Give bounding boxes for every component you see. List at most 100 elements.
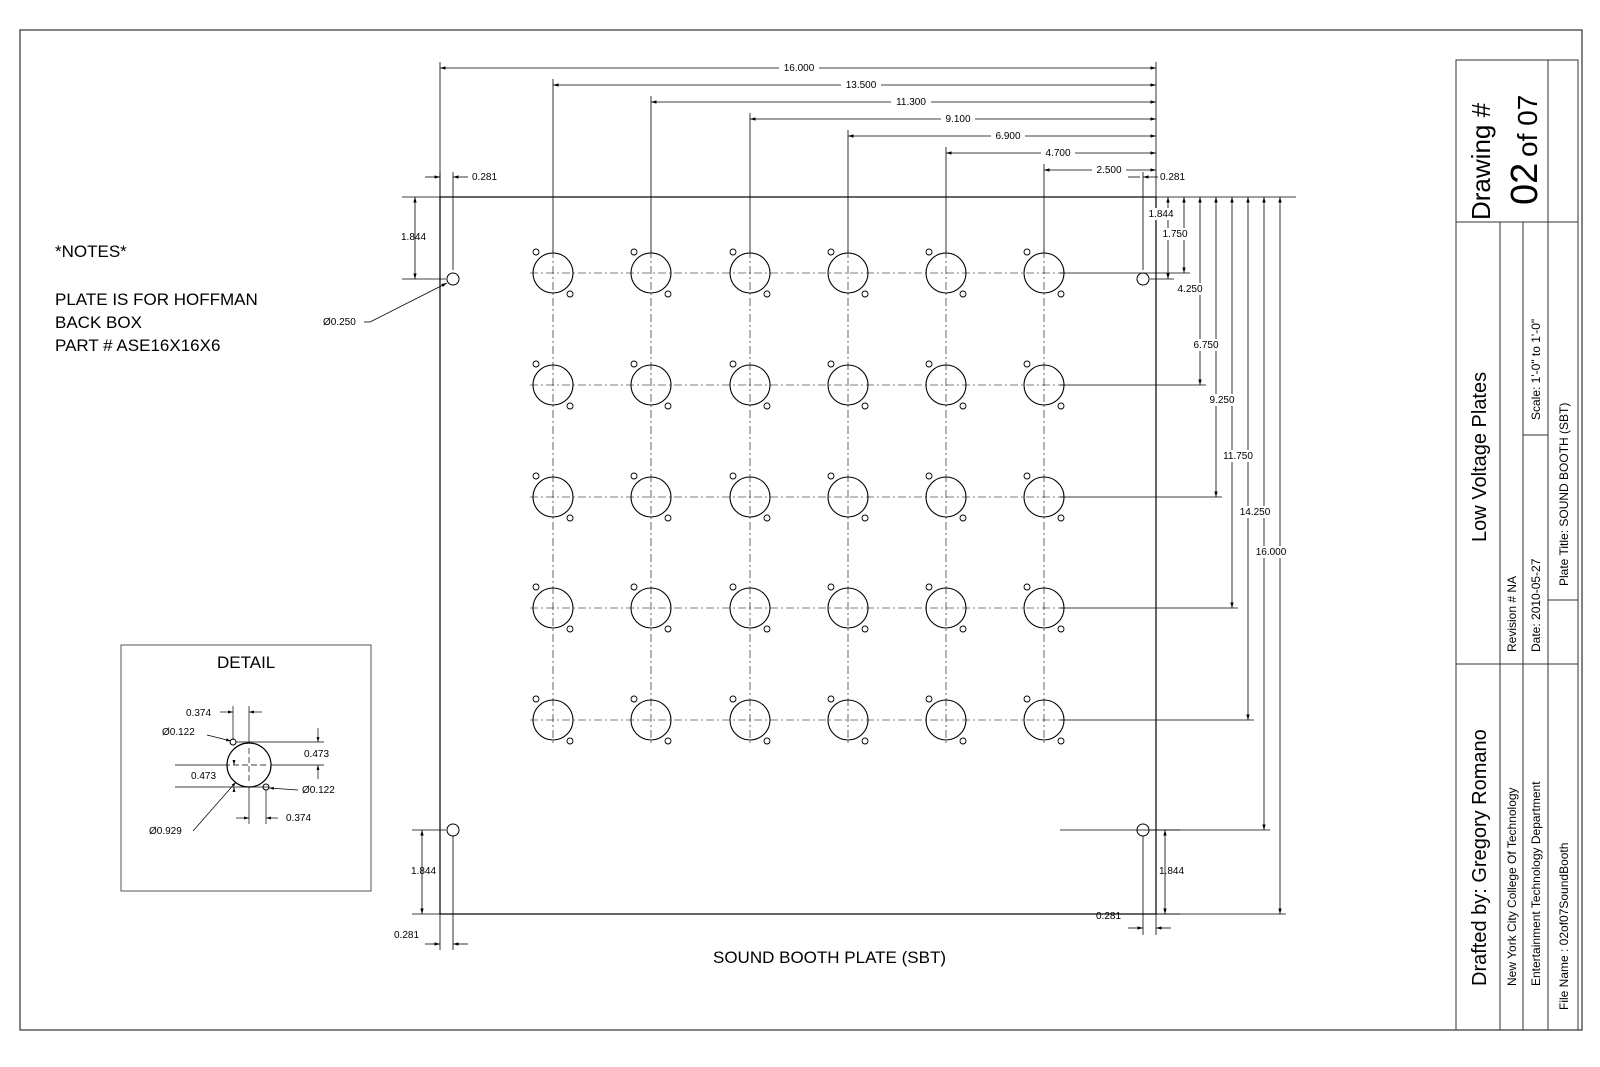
- detail-dim-top: 0.374: [186, 708, 211, 719]
- screw-hole: [566, 737, 574, 745]
- notes-line-1: PLATE IS FOR HOFFMAN: [55, 290, 258, 309]
- dim-top-right-offset: 0.281: [1160, 172, 1185, 183]
- connector-hole: [729, 476, 771, 518]
- screw-hole: [664, 290, 672, 298]
- connector-cutout: [925, 695, 967, 745]
- screw-hole: [729, 248, 737, 256]
- connector-hole: [729, 587, 771, 629]
- connector-hole: [827, 699, 869, 741]
- top-dim-label: 9.100: [945, 114, 970, 125]
- screw-hole: [861, 514, 869, 522]
- plate-title: SOUND BOOTH PLATE (SBT): [713, 948, 946, 967]
- screw-hole: [827, 248, 835, 256]
- screw-hole: [925, 248, 933, 256]
- screw-hole: [827, 360, 835, 368]
- college-name: New York City College Of Technology: [1505, 787, 1519, 986]
- connector-hole: [925, 476, 967, 518]
- screw-hole: [763, 737, 771, 745]
- right-dim-label: 6.750: [1193, 340, 1218, 351]
- screw-hole: [630, 248, 638, 256]
- screw-hole: [861, 737, 869, 745]
- right-dim-label: 16.000: [1256, 547, 1287, 558]
- screw-hole: [532, 360, 540, 368]
- connector-cutout: [532, 360, 574, 410]
- detail-dim-small-hole-bottom: Ø0.122: [302, 785, 335, 796]
- screw-hole: [763, 402, 771, 410]
- connector-cutout: [729, 695, 771, 745]
- department-name: Entertainment Technology Department: [1529, 781, 1543, 986]
- top-dim-label: 16.000: [784, 63, 815, 74]
- drawing-label: Drawing #: [1466, 102, 1496, 220]
- screw-hole: [861, 290, 869, 298]
- screw-hole: [763, 514, 771, 522]
- right-dimensions: 1.8441.7504.2506.7509.25011.75014.25016.…: [1060, 196, 1296, 915]
- connector-cutout: [630, 583, 672, 633]
- drawing-number: 02: [1504, 163, 1546, 205]
- screw-hole: [1023, 360, 1031, 368]
- dim-left-bottom: 1.844: [411, 866, 436, 877]
- screw-hole: [630, 583, 638, 591]
- connector-hole: [532, 252, 574, 294]
- screw-hole: [664, 402, 672, 410]
- screw-hole: [827, 583, 835, 591]
- detail-dim-right-vert: 0.473: [304, 749, 329, 760]
- title-block: [1455, 59, 1579, 1031]
- screw-hole: [630, 695, 638, 703]
- screw-hole: [1057, 402, 1065, 410]
- screw-hole: [630, 360, 638, 368]
- title-block-text: Drawing # 02 of 07 Low Voltage Plates Dr…: [1466, 95, 1571, 1010]
- screw-hole: [729, 360, 737, 368]
- screw-hole: [763, 290, 771, 298]
- connector-hole: [827, 587, 869, 629]
- connector-cutout: [630, 472, 672, 522]
- screw-hole: [729, 472, 737, 480]
- connector-hole: [630, 364, 672, 406]
- screw-hole: [664, 737, 672, 745]
- connector-hole: [925, 252, 967, 294]
- screw-hole: [566, 625, 574, 633]
- top-dim-label: 11.300: [896, 97, 926, 108]
- screw-hole: [959, 514, 967, 522]
- mount-hole-callout: Ø0.250: [323, 282, 448, 328]
- connector-hole: [827, 476, 869, 518]
- sheet-border: [19, 29, 1583, 1031]
- notes-line-3: PART # ASE16X16X6: [55, 336, 220, 355]
- drawing-scale: Scale: 1'-0" to 1'-0": [1529, 319, 1543, 420]
- connector-hole: [532, 476, 574, 518]
- connector-cutout: [532, 472, 574, 522]
- screw-hole: [566, 514, 574, 522]
- screw-hole: [1023, 472, 1031, 480]
- screw-hole: [566, 402, 574, 410]
- right-dim-label: 1.844: [1148, 209, 1173, 220]
- connector-hole: [729, 252, 771, 294]
- screw-hole: [532, 695, 540, 703]
- project-title: Low Voltage Plates: [1469, 372, 1491, 542]
- screw-hole: [729, 583, 737, 591]
- screw-hole: [925, 472, 933, 480]
- connector-cutout: [630, 695, 672, 745]
- screw-hole: [861, 625, 869, 633]
- screw-hole: [1023, 583, 1031, 591]
- screw-hole: [532, 248, 540, 256]
- connector-grid: [530, 248, 1070, 745]
- connector-cutout: [532, 248, 574, 298]
- screw-hole: [630, 472, 638, 480]
- connector-hole: [925, 699, 967, 741]
- mount-hole-bottom-left: [446, 823, 460, 837]
- dim-right-bottom: 1.844: [1159, 866, 1184, 877]
- detail-dim-left-vert: 0.473: [191, 771, 216, 782]
- connector-hole: [729, 699, 771, 741]
- connector-hole: [925, 587, 967, 629]
- notes-block: *NOTES* PLATE IS FOR HOFFMAN BACK BOX PA…: [55, 242, 258, 355]
- right-dim-label: 11.750: [1223, 451, 1253, 462]
- connector-hole: [532, 364, 574, 406]
- plate-outline: [439, 196, 1157, 915]
- notes-line-2: BACK BOX: [55, 313, 142, 332]
- screw-hole: [532, 472, 540, 480]
- screw-hole: [1057, 290, 1065, 298]
- connector-cutout: [532, 695, 574, 745]
- screw-hole: [925, 583, 933, 591]
- top-dim-label: 13.500: [846, 80, 877, 91]
- screw-hole: [532, 583, 540, 591]
